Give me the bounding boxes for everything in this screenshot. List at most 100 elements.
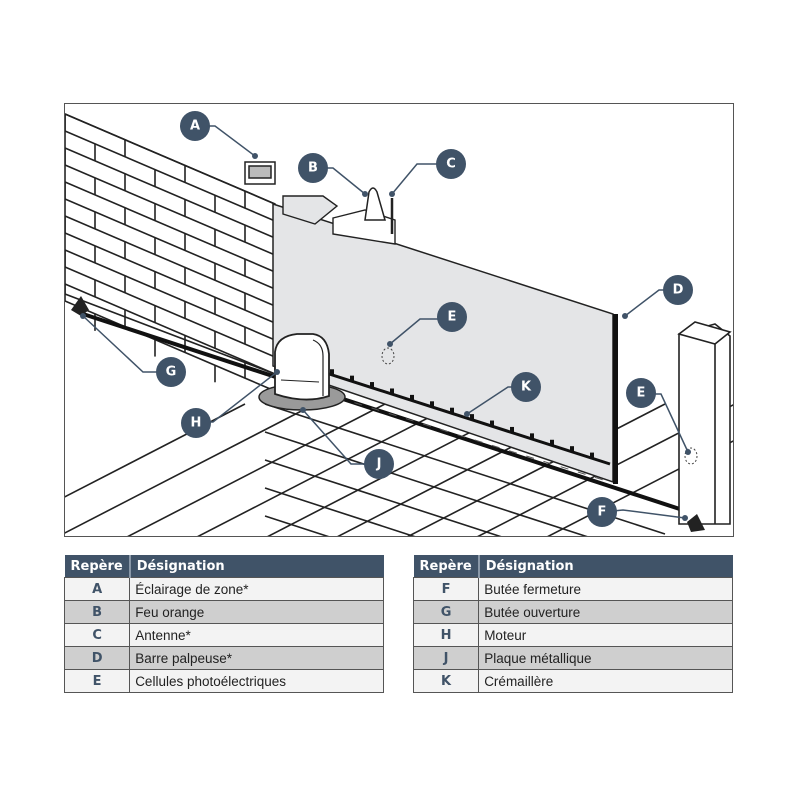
legend-code: F — [412, 577, 480, 601]
header-designation: Désignation — [478, 555, 733, 578]
rack-tooth — [490, 420, 494, 427]
brick-wall — [65, 113, 276, 392]
svg-text:K: K — [521, 380, 532, 395]
callout-a: A — [180, 111, 210, 141]
legend-header: Repère Désignation — [64, 555, 384, 578]
tile-line — [65, 403, 316, 534]
legend-code: E — [63, 669, 131, 693]
brick-course — [65, 147, 276, 239]
legend-code: J — [412, 646, 480, 670]
photocell — [684, 447, 698, 465]
rack-tooth — [510, 426, 514, 433]
callout-g: G — [156, 357, 186, 387]
ground-rail — [82, 312, 696, 516]
rack-tooth — [370, 382, 374, 389]
safety-edge-bar — [613, 314, 618, 484]
legend-code: G — [412, 600, 480, 624]
tile-line — [264, 459, 502, 536]
brick-course — [65, 130, 276, 222]
header-designation: Désignation — [129, 555, 384, 578]
svg-text:E: E — [448, 310, 457, 325]
rack-tooth — [330, 369, 334, 376]
svg-text:J: J — [376, 457, 382, 472]
gate-top-block — [282, 195, 339, 225]
legend-code: H — [412, 623, 480, 647]
callout-j: J — [364, 449, 394, 479]
legend-label: Butée fermeture — [478, 577, 733, 601]
rack-tooth — [570, 446, 574, 453]
opening-stop — [71, 296, 89, 316]
legend-code: A — [63, 577, 131, 601]
tile-line — [127, 403, 386, 536]
legend-label: Cellules photoélectriques — [129, 669, 384, 693]
svg-text:D: D — [673, 283, 684, 298]
brick-course — [65, 113, 276, 205]
tile-line — [65, 403, 246, 498]
closing-stop — [687, 514, 705, 532]
floor-tiles — [65, 403, 733, 536]
rack-tooth — [530, 433, 534, 440]
legend-label: Feu orange — [129, 600, 384, 624]
brick-course — [65, 215, 276, 307]
svg-text:B: B — [308, 161, 318, 176]
legend-label: Barre palpeuse* — [129, 646, 384, 670]
brick-course — [65, 266, 276, 358]
legend-label: Butée ouverture — [478, 600, 733, 624]
svg-text:G: G — [166, 365, 177, 380]
rack-tooth — [390, 388, 394, 395]
header-repere: Repère — [64, 555, 131, 578]
tile-line — [197, 403, 456, 536]
brick-course — [65, 164, 276, 256]
rack-tooth — [470, 414, 474, 421]
callout-b: B — [298, 153, 328, 183]
callout-d: D — [663, 275, 693, 305]
tile-line — [407, 403, 666, 536]
legend-label: Moteur — [478, 623, 733, 647]
legend-code: C — [63, 623, 131, 647]
photocell — [381, 347, 395, 365]
svg-text:E: E — [637, 386, 646, 401]
legend-code: D — [63, 646, 131, 670]
rack-tooth — [590, 452, 594, 459]
callout-k: K — [511, 372, 541, 402]
rack-tooth — [410, 394, 414, 401]
svg-text:A: A — [190, 119, 200, 134]
callout-c: C — [436, 149, 466, 179]
rack-tooth — [450, 407, 454, 414]
brick-course — [65, 300, 276, 392]
brick-course — [65, 232, 276, 324]
rack-tooth — [350, 375, 354, 382]
rack — [319, 369, 611, 483]
legend-label: Antenne* — [129, 623, 384, 647]
legend-label: Crémaillère — [478, 669, 733, 693]
brick-course — [65, 249, 276, 341]
legend-code: B — [63, 600, 131, 624]
callout-f: F — [587, 497, 617, 527]
rack-tooth — [550, 439, 554, 446]
orange-light — [364, 187, 386, 221]
brick-course — [65, 283, 276, 375]
legend-label: Éclairage de zone* — [129, 577, 384, 601]
gate-installation-diagram: A B C D E E F G H J K — [64, 103, 734, 537]
legend-label: Plaque métallique — [478, 646, 733, 670]
zone-light — [244, 161, 276, 185]
callout-e-pillar: E — [626, 378, 656, 408]
brick-course — [65, 181, 276, 273]
legend-code: K — [412, 669, 480, 693]
rack-tooth — [430, 401, 434, 408]
svg-text:C: C — [446, 157, 456, 172]
motor — [274, 333, 330, 401]
svg-text:F: F — [598, 505, 607, 520]
brick-course — [65, 198, 276, 290]
